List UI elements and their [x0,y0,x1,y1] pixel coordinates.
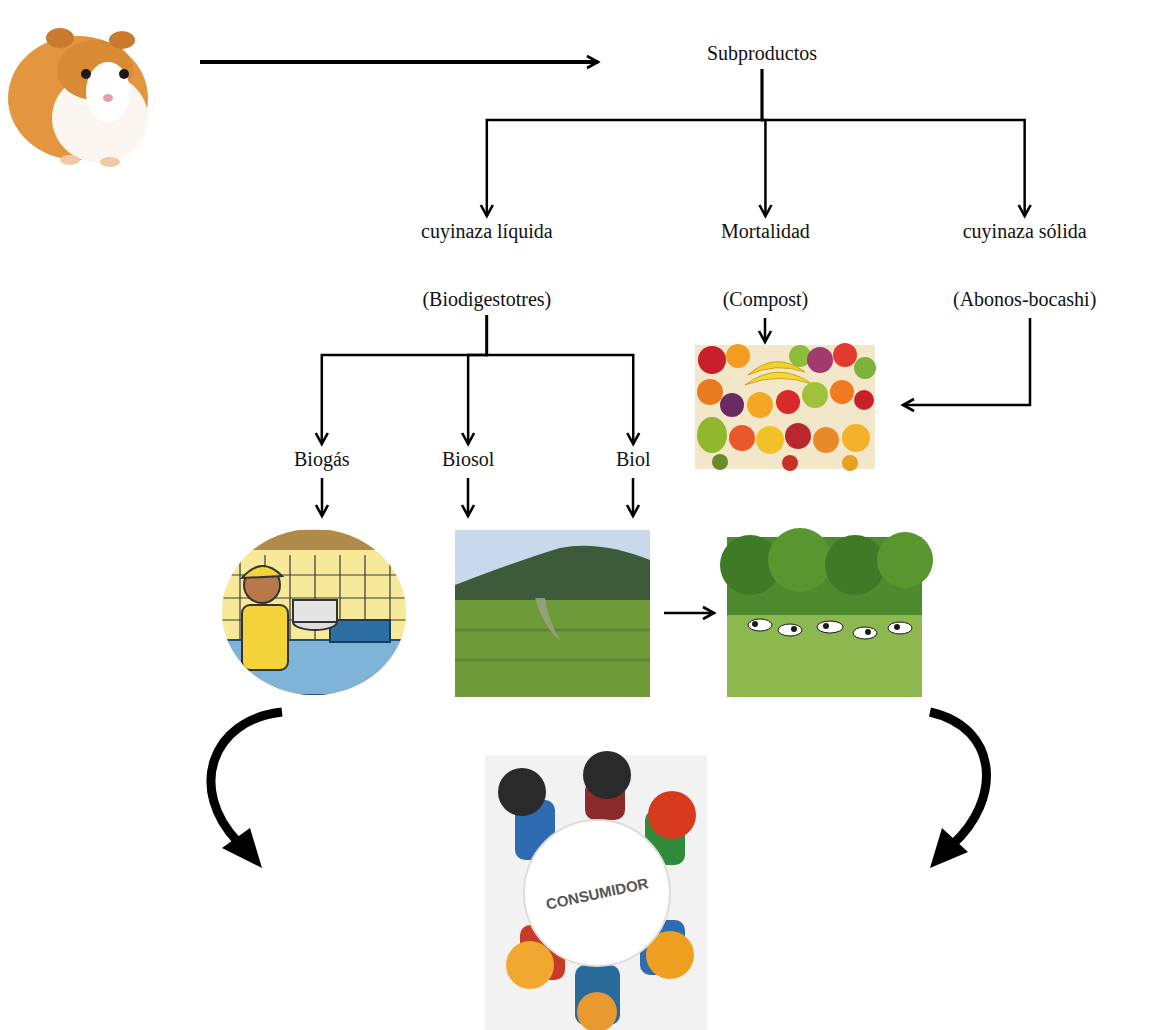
fruits-picture [695,343,876,471]
node-label: Subproductos [707,42,817,65]
node-sublabel: (Biodigestotres) [422,288,551,311]
flow-connector [487,69,762,216]
flow-connector [322,315,487,444]
text-node: Biosol [438,448,498,471]
consumer-circle: CONSUMIDOR [522,818,672,968]
node-label: Biogás [294,448,350,471]
node-label: cuyinaza sólida [963,220,1087,243]
node-sublabel: (Compost) [723,288,809,311]
flow-arrow [321,478,324,516]
text-node: Mortalidad (Compost) [717,220,814,311]
flow-arrow [632,478,635,516]
flow-arrow [200,60,598,64]
consumer-figures-picture [485,751,707,1030]
guinea-pig-picture [8,28,148,167]
node-label: cuyinaza líquida [421,220,553,243]
curved-arrow [211,712,282,868]
text-node: cuyinaza líquida (Biodigestotres) [417,220,557,311]
text-node: Subproductos [703,42,821,65]
node-label: Biosol [442,448,494,471]
curved-arrow [930,712,986,868]
text-node: Biol [612,448,654,471]
flow-arrow [764,318,767,342]
text-node: Biogás [290,448,354,471]
kitchen-picture [222,529,407,695]
flow-arrow [664,612,714,615]
field-picture [455,530,650,697]
node-label: Mortalidad [721,220,810,243]
flow-connector [762,69,1025,216]
flow-connector [487,315,633,444]
text-node: cuyinaza sólida (Abonos-bocashi) [949,220,1100,311]
flow-connector [468,315,487,444]
node-sublabel: (Abonos-bocashi) [953,288,1096,311]
flow-arrow [467,478,470,516]
flow-arrow [903,318,1030,405]
node-label: Biol [616,448,650,471]
cows-picture [720,528,933,697]
